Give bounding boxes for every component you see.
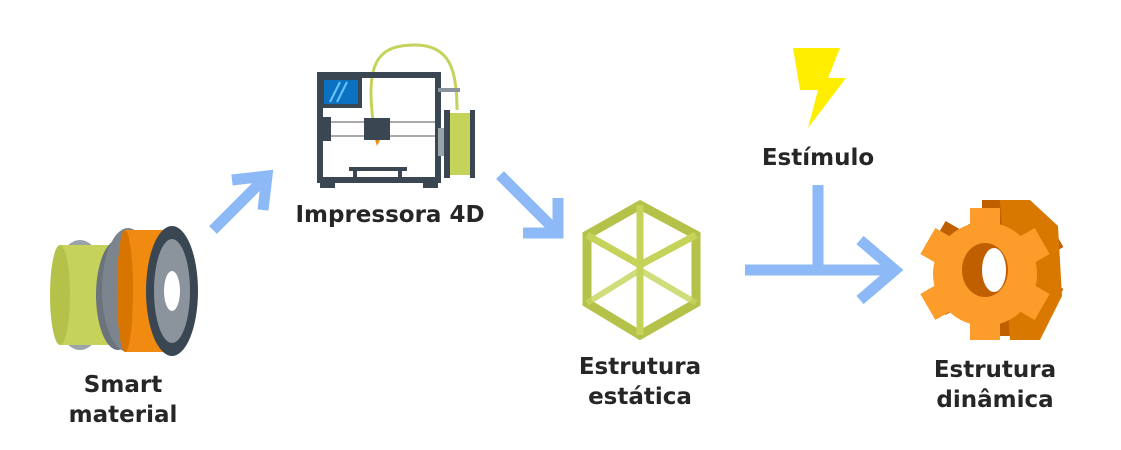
arrow-to-printer — [209, 169, 274, 234]
dynamic-structure-label: Estrutura dinâmica — [934, 355, 1056, 415]
smart-material-label: Smart material — [69, 370, 178, 430]
lightning-stimulus-icon — [793, 48, 846, 128]
arrow-stimulus-to-dynamic — [745, 185, 904, 305]
gear-dynamic-structure-icon — [920, 200, 1064, 340]
filament-spool-icon — [50, 226, 198, 356]
3d-printer-icon — [317, 43, 475, 188]
label-line: estática — [588, 384, 692, 410]
label-line: material — [68, 402, 178, 428]
static-structure-cube-icon — [582, 199, 701, 341]
stimulus-label: Estímulo — [761, 145, 875, 171]
label-line: dinâmica — [936, 387, 1054, 413]
printer-label: Impressora 4D — [295, 202, 485, 228]
arrow-to-structure — [496, 171, 564, 239]
label-line: Estrutura — [578, 354, 702, 380]
label-line: Estrutura — [933, 357, 1057, 383]
static-structure-label: Estrutura estática — [579, 352, 701, 412]
label-line: Smart — [83, 372, 163, 398]
